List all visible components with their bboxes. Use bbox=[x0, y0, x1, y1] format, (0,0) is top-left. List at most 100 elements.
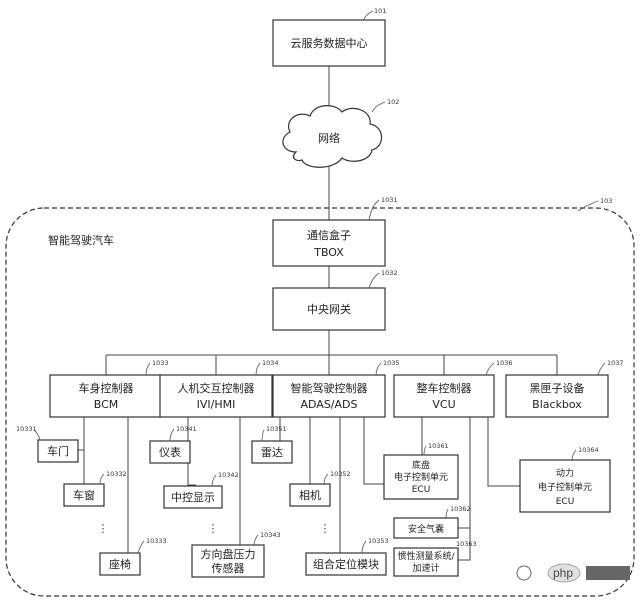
blackbox-label-cn: 黑匣子设备 bbox=[530, 381, 585, 395]
positioning-label: 组合定位模块 bbox=[313, 557, 379, 571]
imu-ref: 10363 bbox=[456, 540, 477, 548]
center-display-box bbox=[163, 485, 223, 509]
seat-ref: 10333 bbox=[146, 537, 167, 545]
link-bcm-door bbox=[78, 417, 85, 451]
gateway-label: 中央网关 bbox=[307, 302, 351, 316]
ivi-ref: 1034 bbox=[262, 359, 279, 367]
vehicle-ref: 103 bbox=[600, 197, 612, 205]
door-ref: 10331 bbox=[16, 425, 37, 433]
bcm-label-en: BCM bbox=[94, 398, 119, 411]
imu-label-1: 惯性测量系统/ bbox=[397, 550, 455, 562]
tbox-box bbox=[272, 219, 386, 267]
ivi-ellipsis: ⋮ bbox=[208, 522, 219, 535]
camera-label: 相机 bbox=[299, 488, 321, 502]
gateway-ref-leader bbox=[368, 272, 380, 289]
bcm-ellipsis: ⋮ bbox=[98, 522, 109, 535]
radar-ref: 10351 bbox=[266, 425, 287, 433]
ivi-label-cn: 人机交互控制器 bbox=[178, 381, 255, 395]
tbox-label-en: TBOX bbox=[313, 246, 344, 259]
vehicle-boundary bbox=[5, 207, 635, 597]
power-ecu-box bbox=[519, 459, 611, 513]
adas-label-cn: 智能驾驶控制器 bbox=[291, 381, 368, 395]
adas-ref: 1035 bbox=[383, 359, 400, 367]
blackbox-label-en: Blackbox bbox=[532, 398, 582, 411]
vehicle-ref-leader bbox=[577, 200, 599, 212]
tbox-ref-leader bbox=[368, 199, 380, 221]
door-ref-leader bbox=[33, 429, 41, 441]
camera-ref: 10352 bbox=[330, 470, 351, 478]
steering-sensor-label-1: 方向盘压力 bbox=[201, 547, 256, 561]
vcu-label-en: VCU bbox=[432, 398, 455, 411]
bcm-ref: 1033 bbox=[152, 359, 169, 367]
link-vcu-imu bbox=[454, 528, 471, 561]
chassis-ecu-ref: 10361 bbox=[428, 442, 449, 450]
chassis-ecu-label-3: ECU bbox=[412, 485, 431, 495]
ivi-label-en: IVI/HMI bbox=[197, 398, 236, 411]
seat-ref-leader bbox=[137, 540, 145, 554]
ivi-box bbox=[159, 374, 273, 418]
radar-label: 雷达 bbox=[261, 446, 283, 459]
bcm-label-cn: 车身控制器 bbox=[79, 381, 134, 395]
positioning-box bbox=[305, 552, 387, 576]
airbag-ref: 10362 bbox=[450, 505, 471, 513]
chassis-ecu-box bbox=[383, 454, 459, 500]
vcu-ref-leader bbox=[485, 362, 495, 376]
tbox-ref: 1031 bbox=[381, 196, 398, 204]
ivi-ref-leader bbox=[255, 362, 261, 376]
cloud-data-center-ref: 101 bbox=[374, 7, 386, 15]
window-box bbox=[63, 483, 105, 507]
bcm-ref-leader bbox=[145, 362, 151, 376]
watermark: php bbox=[516, 563, 630, 583]
link-vcu-power bbox=[487, 417, 520, 487]
door-label: 车门 bbox=[47, 444, 69, 458]
window-label: 车窗 bbox=[73, 488, 95, 502]
blackbox-box bbox=[505, 374, 609, 418]
window-ref-leader bbox=[99, 473, 105, 485]
network-ref-leader bbox=[371, 101, 386, 113]
adas-box bbox=[272, 374, 386, 418]
wechat-icon bbox=[516, 565, 532, 581]
cloud-ref-leader bbox=[362, 10, 374, 22]
blackbox-ref: 1037 bbox=[607, 359, 624, 367]
adas-ellipsis: ⋮ bbox=[320, 522, 331, 535]
instrument-ref-leader bbox=[169, 428, 175, 442]
watermark-bar bbox=[586, 566, 630, 580]
cloud-data-center-label: 云服务数据中心 bbox=[291, 36, 368, 50]
steering-sensor-box bbox=[191, 544, 265, 578]
link-adas-chassis bbox=[363, 417, 384, 485]
power-ecu-label-1: 动力 bbox=[556, 467, 574, 479]
camera-ref-leader bbox=[323, 473, 329, 485]
center-display-ref-leader bbox=[211, 474, 217, 487]
adas-ref-leader bbox=[375, 362, 382, 376]
vcu-label-cn: 整车控制器 bbox=[417, 381, 472, 395]
imu-label-2: 加速计 bbox=[412, 562, 439, 574]
adas-label-en: ADAS/ADS bbox=[301, 398, 358, 411]
power-ecu-ref-leader bbox=[571, 449, 577, 461]
airbag-label: 安全气囊 bbox=[408, 523, 444, 535]
gateway-box bbox=[272, 287, 386, 331]
power-ecu-label-2: 电子控制单元 bbox=[538, 481, 592, 493]
instrument-label: 仪表 bbox=[159, 445, 181, 459]
vcu-ref: 1036 bbox=[496, 359, 513, 367]
center-display-label: 中控显示 bbox=[171, 490, 215, 504]
tbox-label-cn: 通信盒子 bbox=[307, 228, 351, 242]
airbag-ref-leader bbox=[445, 508, 449, 519]
center-display-ref: 10342 bbox=[218, 471, 239, 479]
php-logo-text: php bbox=[553, 566, 573, 580]
vehicle-title: 智能驾驶汽车 bbox=[48, 233, 114, 247]
steering-sensor-label-2: 传感器 bbox=[212, 562, 245, 575]
radar-box bbox=[251, 440, 293, 464]
gateway-ref: 1032 bbox=[381, 269, 398, 277]
network-cloud-icon bbox=[282, 105, 383, 168]
seat-label: 座椅 bbox=[109, 557, 131, 571]
airbag-box bbox=[393, 517, 459, 539]
power-ecu-ref: 10364 bbox=[578, 446, 599, 454]
radar-ref-leader bbox=[261, 429, 265, 442]
cloud-data-center-box bbox=[272, 19, 386, 67]
chassis-ecu-ref-leader bbox=[423, 445, 427, 456]
php-logo-icon bbox=[547, 563, 581, 583]
bcm-box bbox=[49, 374, 163, 418]
seat-box bbox=[99, 552, 141, 576]
steering-sensor-ref: 10343 bbox=[260, 531, 281, 539]
